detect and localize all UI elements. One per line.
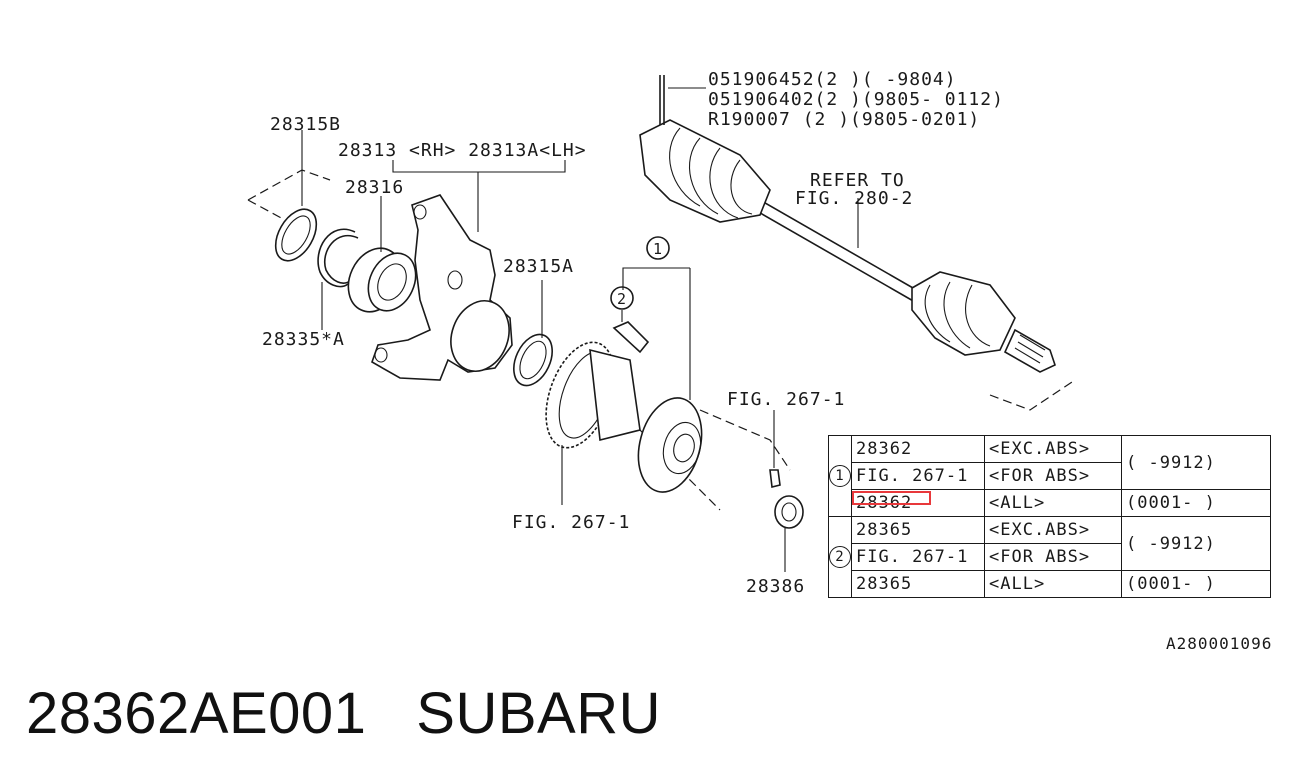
label-fig-267-1-right: FIG. 267-1: [727, 389, 845, 410]
range-cell: (0001- ): [1121, 489, 1271, 517]
range-cell: ( -9912): [1121, 435, 1271, 490]
spec-cell: <FOR ABS>: [984, 543, 1122, 571]
label-fig-267-1-bottom: FIG. 267-1: [512, 512, 630, 533]
brand-name: SUBARU: [416, 681, 661, 746]
spec-cell: <ALL>: [984, 570, 1122, 598]
group-1-cell: 1: [828, 435, 852, 517]
label-28315b: 28315B: [270, 114, 341, 135]
label-28316: 28316: [345, 177, 404, 198]
part-cell: 28362: [851, 435, 985, 463]
spec-cell: <EXC.ABS>: [984, 516, 1122, 544]
image-code: A280001096: [1166, 634, 1273, 653]
label-28335a: 28335*A: [262, 329, 345, 350]
part-cell: FIG. 267-1: [851, 462, 985, 490]
clip-label-1: 051906452(2 )( -9804): [708, 69, 957, 90]
label-28313: 28313 <RH> 28313A<LH>: [338, 140, 587, 161]
spec-cell: <FOR ABS>: [984, 462, 1122, 490]
part-cell: 28365: [851, 570, 985, 598]
part-cell: 28365: [851, 516, 985, 544]
table-row: 28365 <ALL> (0001- ): [829, 570, 1271, 598]
svg-text:2: 2: [617, 290, 627, 308]
spec-cell: <ALL>: [984, 489, 1122, 517]
wheel-stud-fig-267: [769, 410, 781, 488]
part-cell: FIG. 267-1: [851, 543, 985, 571]
label-28315a: 28315A: [503, 256, 574, 277]
applicability-table: 1 28362 <EXC.ABS> ( -9912) FIG. 267-1 <F…: [828, 435, 1271, 598]
clip-label-3: R190007 (2 )(9805-0201): [708, 109, 980, 130]
callout-2: 2: [610, 286, 634, 310]
snap-ring-28335a: [317, 228, 359, 330]
seal-28315b: [274, 130, 318, 262]
table-row: 1 28362 <EXC.ABS> ( -9912): [828, 435, 1271, 517]
part-number: 28362AE001: [26, 681, 367, 746]
hub-28362: [622, 267, 703, 493]
refer-to-fig-label: FIG. 280-2: [795, 188, 913, 209]
highlight-box: [852, 491, 931, 505]
group-number: 1: [829, 465, 851, 487]
bearing-28316: [347, 196, 417, 313]
hub-bolt: [612, 310, 650, 354]
table-row: FIG. 267-1 <FOR ABS>: [829, 462, 1271, 490]
seal-28315a: [513, 280, 553, 387]
svg-text:1: 1: [653, 240, 663, 258]
knuckle-28313: [371, 160, 566, 381]
part-number-title: 28362AE001 SUBARU: [26, 680, 661, 747]
refer-to-label: REFER TO: [810, 170, 905, 191]
range-cell: ( -9912): [1121, 516, 1271, 571]
group-number: 2: [829, 546, 851, 568]
callout-1: 1: [646, 236, 670, 260]
label-28386: 28386: [746, 576, 805, 597]
axle-nut-28386: [774, 495, 804, 572]
spec-cell: <EXC.ABS>: [984, 435, 1122, 463]
clip-label-2: 051906402(2 )(9805- 0112): [708, 89, 1004, 110]
tone-ring: [545, 341, 641, 505]
range-cell: (0001- ): [1121, 570, 1271, 598]
table-row: 2 28365 <EXC.ABS> ( -9912): [828, 516, 1271, 598]
axle-shaft-assembly: [639, 75, 1056, 373]
table-row: 28362 <ALL> (0001- ): [829, 489, 1271, 517]
table-row: FIG. 267-1 <FOR ABS>: [829, 543, 1271, 571]
group-2-cell: 2: [828, 516, 852, 598]
